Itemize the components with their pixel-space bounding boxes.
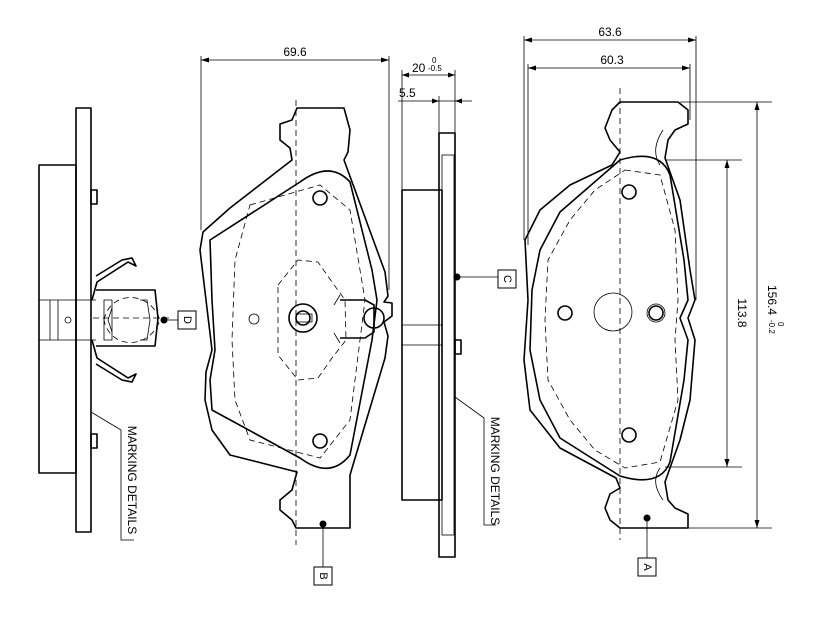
dim-height-overall: 156.4 0 -0.2: [680, 101, 785, 529]
dim-backplate: 5.5: [398, 86, 472, 133]
dim-height-friction-value: 113.8: [735, 298, 749, 327]
ref-b: B: [313, 566, 333, 586]
ref-a: A: [637, 557, 657, 577]
spring-clip: [91, 257, 137, 383]
dim-width-friction: 60.3: [527, 53, 691, 245]
ref-c-label: C: [501, 275, 513, 283]
marking-details-left: MARKING DETAILS: [125, 426, 139, 534]
front-view-pad: [199, 100, 393, 568]
ref-d: D: [177, 310, 197, 330]
ref-c: C: [497, 269, 517, 289]
dim-backplate-value: 5.5: [399, 86, 416, 100]
dim-width-friction-value: 60.3: [600, 53, 624, 67]
dim-height-overall-value: 156.4: [765, 285, 779, 315]
marking-details-right: MARKING DETAILS: [488, 417, 502, 525]
ref-a-label: A: [641, 563, 653, 571]
right-side-view: [401, 132, 498, 558]
dim-thickness-tol-upper: 0: [432, 56, 437, 65]
friction-view-pad: [523, 88, 696, 558]
dim-thickness-value: 20: [412, 61, 426, 75]
dim-height-tol-lower: -0.2: [767, 320, 776, 334]
front-friction-outline: [209, 170, 378, 470]
dim-length-value: 69.6: [283, 45, 307, 59]
dim-height-tol-upper: 0: [776, 322, 785, 327]
dim-height-friction: 113.8: [665, 159, 749, 468]
ref-b-label: B: [317, 572, 329, 579]
dim-width-overall-value: 63.6: [598, 25, 622, 39]
dim-thickness-tol-lower: -0.5: [428, 64, 442, 73]
dim-width-overall: 63.6: [523, 25, 697, 300]
friction-backplate-outline: [523, 101, 696, 529]
left-side-view: [38, 107, 178, 541]
dim-length: 69.6: [200, 45, 390, 290]
dim-thickness: 20 0 -0.5: [401, 56, 456, 190]
front-backplate-outline: [199, 107, 393, 529]
friction-material-outline: [529, 155, 689, 481]
ref-d-label: D: [181, 316, 193, 324]
